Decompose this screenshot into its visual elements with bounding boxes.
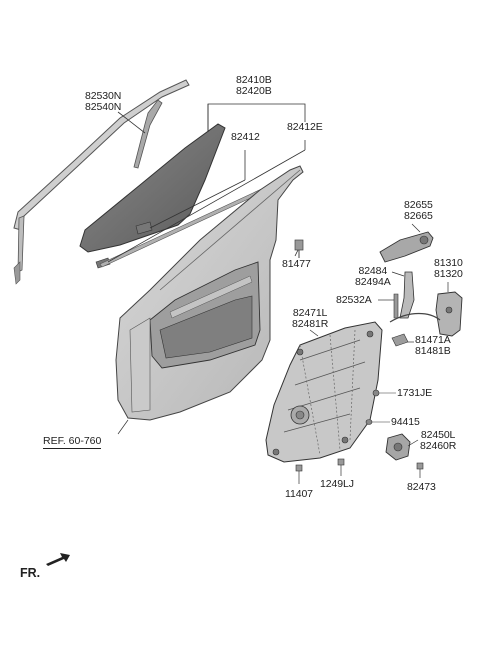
bolt-82473-part <box>416 462 424 478</box>
label-motor: 82450L 82460R <box>420 430 456 452</box>
label-glass-channel: 82412E <box>287 121 323 133</box>
label-glass-assy: 82410B 82420B <box>236 75 272 97</box>
bolt-81477-part <box>294 239 304 258</box>
cable-82484-code-2: 82494A <box>355 276 391 288</box>
label-regulator: 82471L 82481R <box>292 308 328 330</box>
label-outside-handle: 82655 82665 <box>404 200 433 222</box>
door-glass-part <box>79 123 226 269</box>
label-cable-82484: 82484 82494A <box>355 266 391 288</box>
label-glass: 82412 <box>231 131 260 143</box>
glass-assy-code-2: 82420B <box>236 85 272 97</box>
handle-code-2: 82665 <box>404 210 433 222</box>
glass-assy-code-1: 82410B <box>236 74 272 86</box>
front-arrow-icon <box>46 553 70 566</box>
motor-code-2: 82460R <box>420 440 457 452</box>
label-cable-81471a: 81471A 81481B <box>415 335 451 357</box>
label-bolt-81477: 81477 <box>282 258 311 270</box>
label-bracket-82532a: 82532A <box>336 294 372 306</box>
latch-code-2: 81320 <box>434 268 463 280</box>
cable-82484-code-1: 82484 <box>358 265 388 277</box>
bolt-11407-part <box>295 464 303 484</box>
latch-code-1: 81310 <box>434 257 463 269</box>
outside-handle-part <box>379 231 434 263</box>
reference-label: REF. 60-760 <box>43 435 102 449</box>
weatherstrip-code-2: 82540N <box>85 101 122 113</box>
cable-81471a-code-2: 81481B <box>415 345 451 357</box>
leader-lines-right <box>117 223 449 447</box>
weatherstrip-code-1: 82530N <box>85 90 122 102</box>
leader-lines-top <box>107 103 306 263</box>
label-bolt-82473: 82473 <box>407 481 436 493</box>
cable-81471a-part <box>391 333 409 347</box>
cable-82484-part <box>393 271 415 319</box>
door-panel-part <box>115 165 304 421</box>
motor-part <box>385 433 411 461</box>
label-clip-1731je: 1731JE <box>397 387 433 399</box>
latch-81310-part <box>389 291 463 337</box>
label-weatherstrip: 82530N 82540N <box>85 91 121 113</box>
label-bolt-11407: 11407 <box>285 488 313 500</box>
regulator-code-2: 82481R <box>292 318 329 330</box>
label-latch: 81310 81320 <box>434 258 463 280</box>
handle-code-1: 82655 <box>404 199 433 211</box>
clip-94415-part <box>365 419 390 425</box>
regulator-part <box>265 321 383 463</box>
label-clip-94415: 94415 <box>391 416 420 428</box>
bolt-1249lj-part <box>337 458 345 476</box>
cable-81471a-code-1: 81471A <box>415 334 451 346</box>
motor-code-1: 82450L <box>420 429 456 441</box>
regulator-code-1: 82471L <box>292 307 328 319</box>
clip-1731je-part <box>372 389 396 397</box>
direction-label: FR. <box>20 566 41 580</box>
label-bolt-1249lj: 1249LJ <box>320 478 354 490</box>
